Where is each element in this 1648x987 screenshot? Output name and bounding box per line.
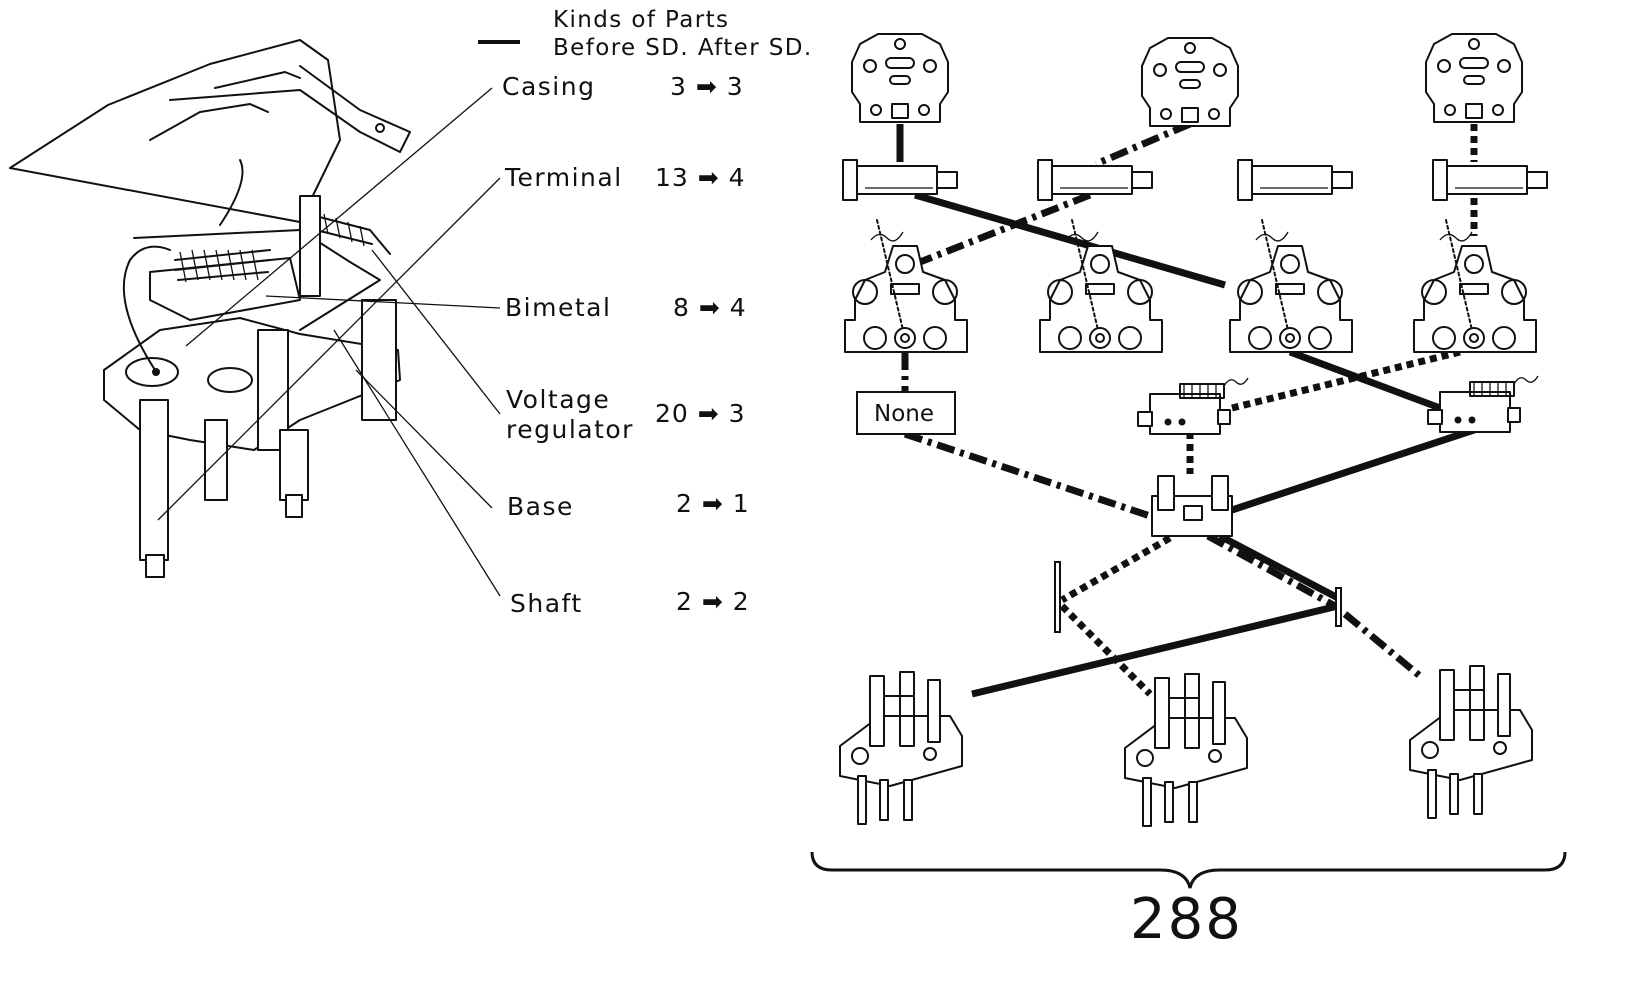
leader-lines [157,87,501,597]
casing-plate [9,39,341,223]
part-count-voltage-regulator: 20 ➡ 3 [655,399,746,428]
part-count-casing: 3 ➡ 3 [670,72,744,101]
none-box: None [856,391,956,435]
shaft-variant-2 [1335,587,1342,627]
bimetal-variant-4 [1413,219,1537,353]
combination-links [896,120,1482,698]
terminal-variant-2 [1037,159,1153,201]
part-label-casing: Casing [502,72,595,101]
total-combinations: 288 [1130,887,1243,952]
coil [174,249,271,281]
legend-heading: Kinds of Parts [553,7,729,33]
part-label-bimetal: Bimetal [505,293,611,322]
casing-variant-2 [1141,37,1239,127]
part-count-bimetal: 8 ➡ 4 [673,293,747,322]
base-body [103,317,401,451]
part-label-regulator: regulator [506,415,634,444]
part-count-terminal: 13 ➡ 4 [655,163,746,192]
terminal-variant-1 [842,159,958,201]
base-part [1151,475,1233,537]
terminal-variant-4 [1432,159,1548,201]
unit-illustration [9,39,411,578]
bimetal-variant-1 [844,219,968,353]
bimetal-variant-3 [1229,219,1353,353]
total-brace [810,851,1567,889]
legend: Kinds of Parts Before SD. After SD. [478,7,813,61]
regulator-variant-1 [1137,377,1249,435]
part-label-shaft: Shaft [510,589,583,618]
casing-variant-1 [851,33,949,123]
terminal-variant-3 [1237,159,1353,201]
legend-subheading: Before SD. After SD. [553,35,813,61]
regulator-variant-2 [1427,375,1539,433]
part-label-base: Base [507,492,574,521]
assembly-variant-2 [1124,673,1248,827]
part-count-shaft: 2 ➡ 2 [676,587,750,616]
assembly-variant-1 [839,671,963,825]
assembly-variant-3 [1409,665,1533,819]
parts-list: Casing 3 ➡ 3 Terminal 13 ➡ 4 Bimetal 8 ➡… [502,72,750,618]
shaft-variant-1 [1054,561,1061,633]
none-label: None [874,401,934,427]
shaft [139,399,169,561]
casing-variant-3 [1425,33,1523,123]
part-label-terminal: Terminal [504,163,623,192]
part-label-voltage: Voltage [506,385,610,414]
part-count-base: 2 ➡ 1 [676,489,750,518]
